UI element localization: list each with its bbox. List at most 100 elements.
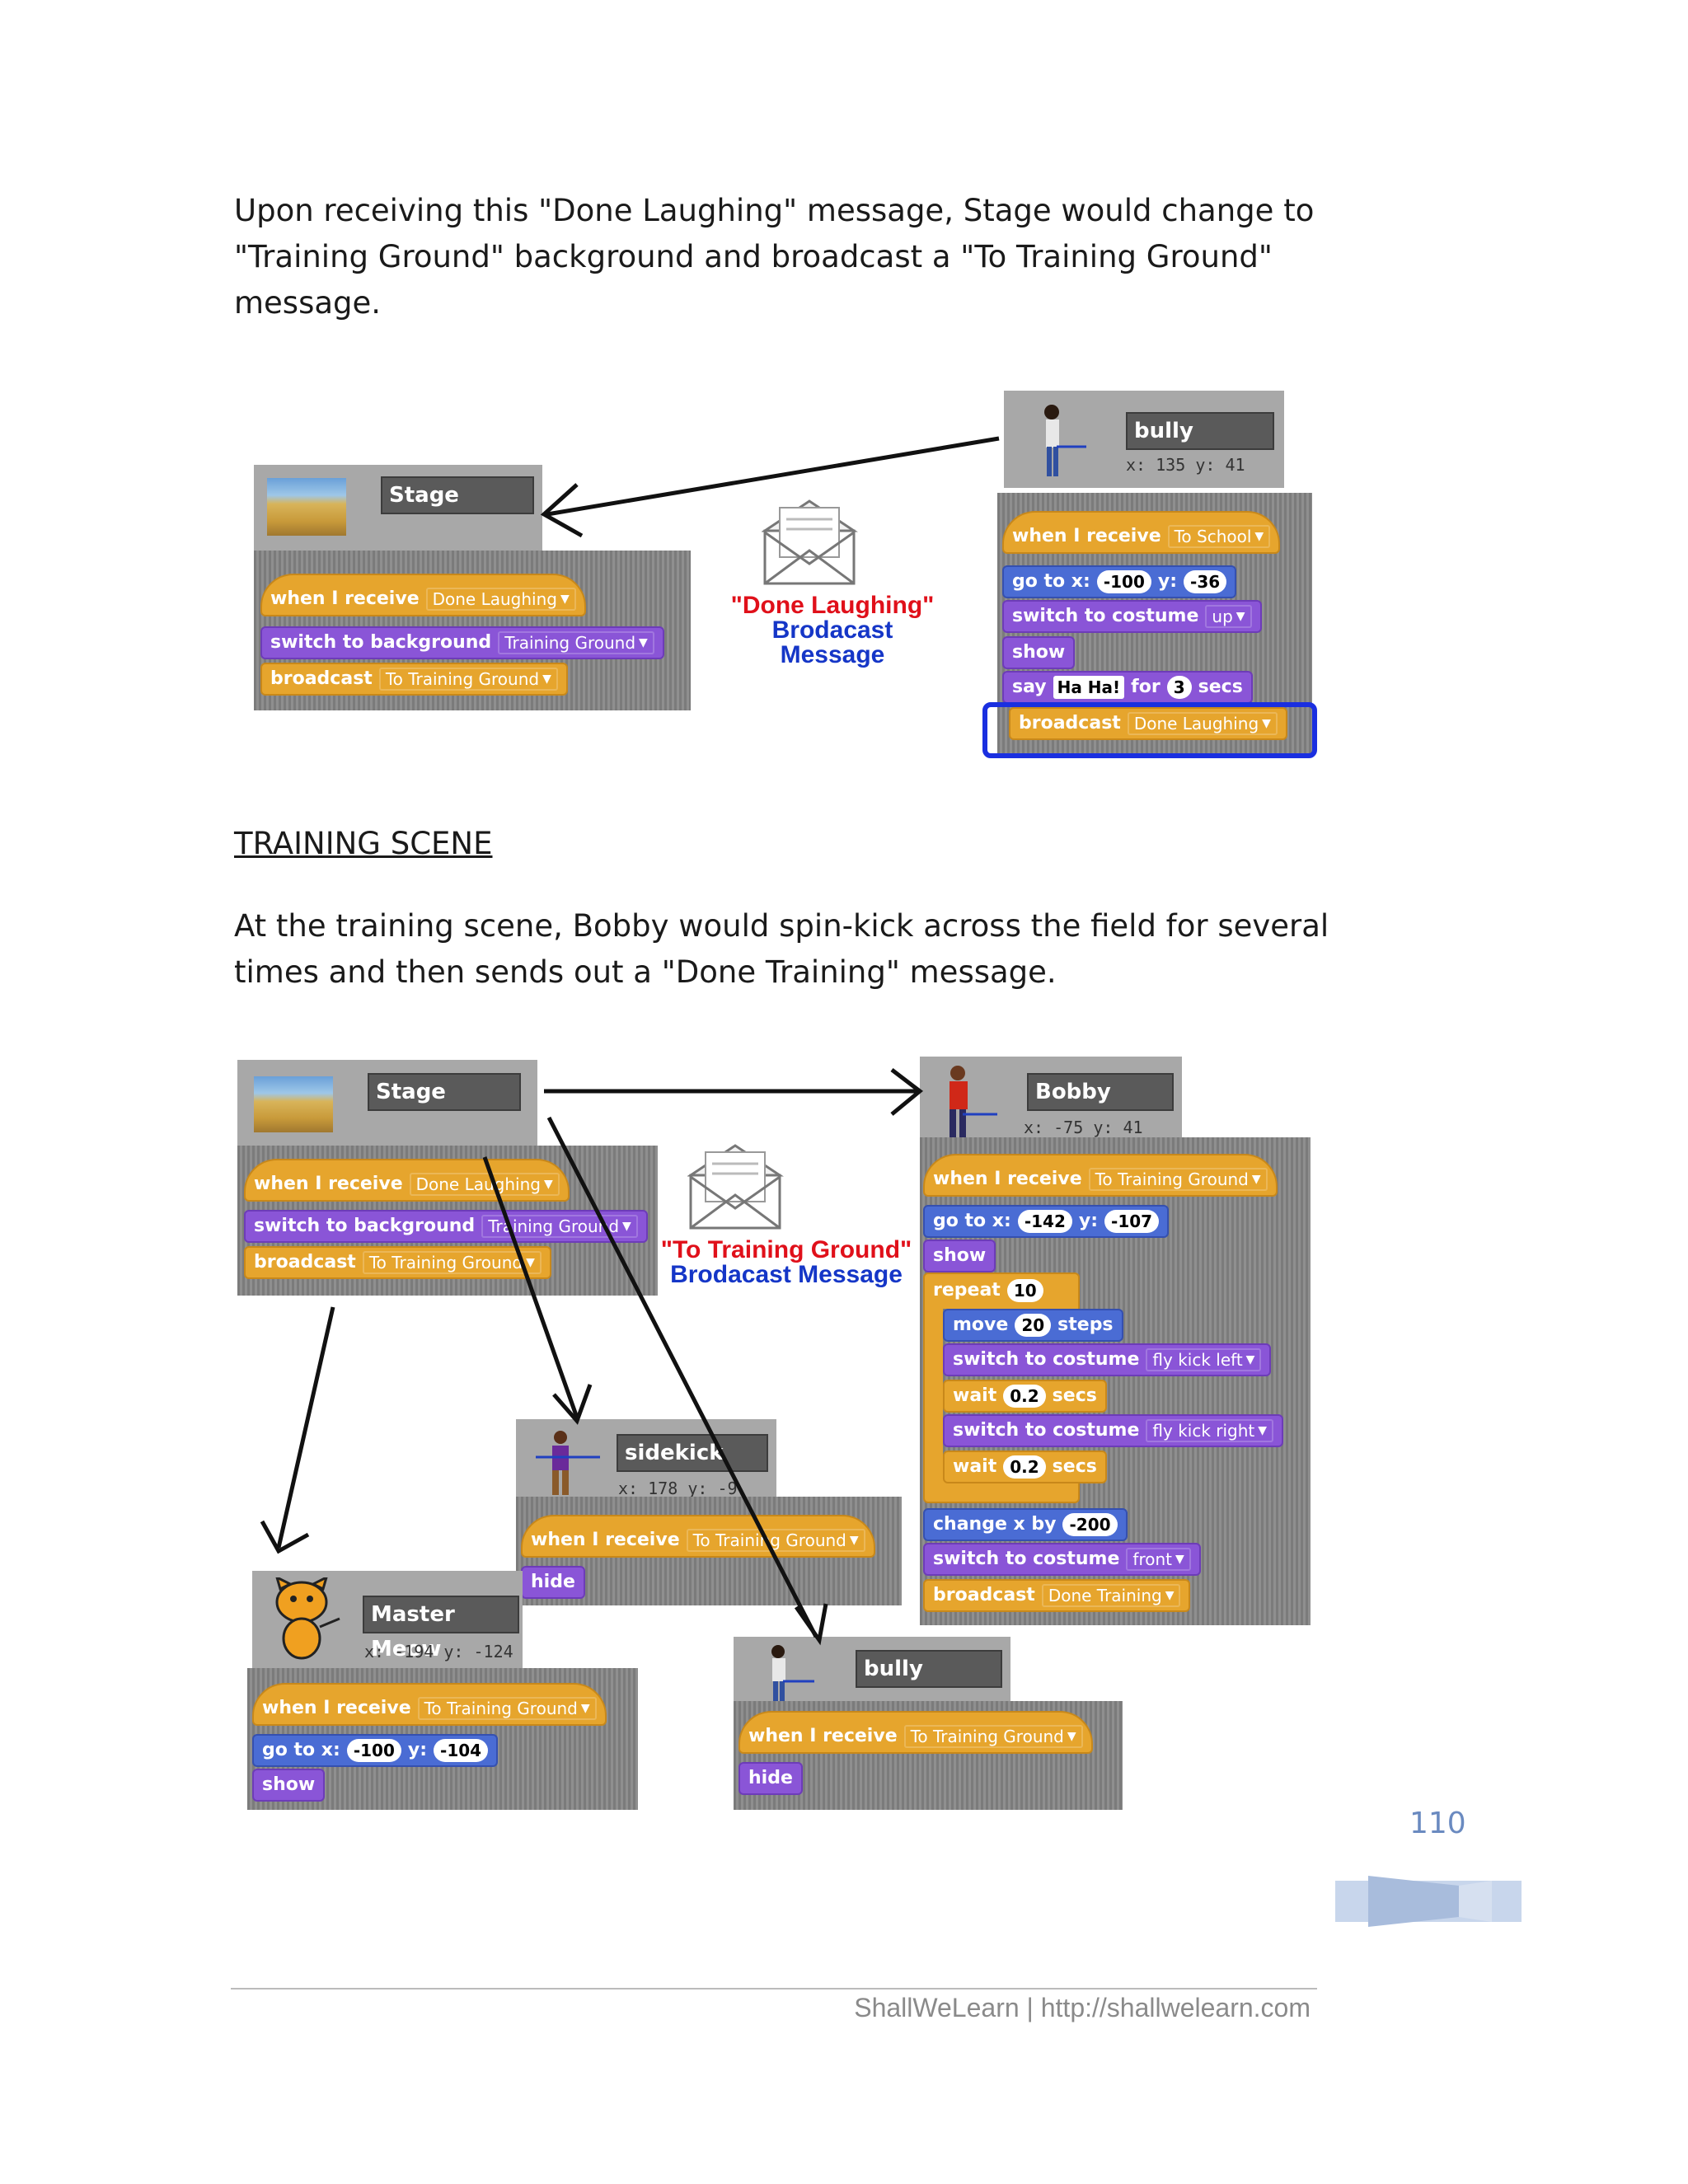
secs-input[interactable]: 3 <box>1166 676 1192 699</box>
when-i-receive-block[interactable]: when I receive To Training Ground▼ <box>923 1154 1278 1197</box>
y-input[interactable]: -107 <box>1104 1210 1160 1233</box>
dropdown-arrow-icon: ▼ <box>1245 1353 1255 1366</box>
wait-secs-block[interactable]: wait 0.2 secs <box>943 1380 1107 1413</box>
message-dropdown[interactable]: To Training Ground▼ <box>686 1529 865 1552</box>
wait-input[interactable]: 0.2 <box>1003 1385 1046 1408</box>
costume-dropdown[interactable]: fly kick left▼ <box>1146 1348 1262 1371</box>
stage-header: Stage <box>254 465 542 552</box>
say-text-input[interactable]: Ha Ha! <box>1053 676 1125 699</box>
message-name: "Done Laughing" <box>730 592 935 619</box>
broadcast-dropdown[interactable]: Done Training▼ <box>1041 1584 1181 1607</box>
message-dropdown[interactable]: Done Laughing▼ <box>425 588 576 611</box>
message-caption: "Done Laughing" Brodacast Message <box>725 593 940 668</box>
x-input[interactable]: -142 <box>1017 1210 1072 1233</box>
show-block[interactable]: show <box>923 1240 996 1272</box>
dropdown-arrow-icon: ▼ <box>1067 1730 1076 1743</box>
dropdown-arrow-icon: ▼ <box>543 1178 553 1191</box>
sprite-coords: x: 135 y: 41 <box>1126 455 1245 475</box>
show-block[interactable]: show <box>1002 636 1076 669</box>
when-i-receive-block[interactable]: when I receive Done Laughing▼ <box>260 574 586 616</box>
when-i-receive-block[interactable]: when I receive To Training Ground▼ <box>252 1683 607 1726</box>
dropdown-arrow-icon: ▼ <box>1254 530 1264 543</box>
costume-dropdown[interactable]: front▼ <box>1126 1548 1191 1571</box>
change-x-block[interactable]: change x by -200 <box>923 1508 1128 1541</box>
steps-input[interactable]: 20 <box>1015 1314 1052 1337</box>
background-dropdown[interactable]: Training Ground▼ <box>481 1215 638 1238</box>
block-label: y: <box>1078 1211 1099 1231</box>
repeat-header: repeat 10 <box>925 1274 1052 1307</box>
coord-x: -75 <box>1053 1118 1084 1137</box>
broadcast-block[interactable]: broadcast Done Laughing▼ <box>1009 707 1287 740</box>
message-dropdown[interactable]: Done Laughing▼ <box>409 1173 560 1196</box>
broadcast-block[interactable]: broadcast To Training Ground▼ <box>244 1246 551 1279</box>
footer-divider <box>231 1988 1317 1990</box>
when-i-receive-block[interactable]: when I receive To Training Ground▼ <box>521 1515 875 1558</box>
block-label: wait <box>953 1456 997 1477</box>
coord-x-label: x: <box>1024 1118 1044 1137</box>
bully-sprite-thumbnail <box>771 1645 814 1703</box>
block-label: y: <box>1157 571 1178 592</box>
block-label: repeat <box>933 1280 1001 1301</box>
bully-sprite-thumbnail <box>1044 405 1086 476</box>
show-block[interactable]: show <box>252 1769 326 1802</box>
block-label: when I receive <box>262 1698 411 1718</box>
hide-block[interactable]: hide <box>738 1762 803 1795</box>
hide-block[interactable]: hide <box>521 1566 585 1599</box>
y-input[interactable]: -36 <box>1184 570 1227 593</box>
block-label: say <box>1012 677 1047 697</box>
broadcast-dropdown[interactable]: To Training Ground▼ <box>378 668 558 691</box>
dropdown-value: To Training Ground <box>368 1253 523 1272</box>
wait-secs-block[interactable]: wait 0.2 secs <box>943 1451 1107 1483</box>
message-line-2: Brodacast <box>771 616 893 644</box>
broadcast-dropdown[interactable]: To Training Ground▼ <box>362 1251 542 1274</box>
sprite-name: Bobby <box>1027 1073 1174 1111</box>
go-to-xy-block[interactable]: go to x: -142 y: -107 <box>923 1205 1170 1238</box>
background-dropdown[interactable]: Training Ground▼ <box>498 631 654 654</box>
broadcast-block[interactable]: broadcast To Training Ground▼ <box>260 663 568 696</box>
go-to-xy-block[interactable]: go to x: -100 y: -36 <box>1002 565 1237 598</box>
message-dropdown[interactable]: To School▼ <box>1167 525 1271 548</box>
master-meow-script-area: when I receive To Training Ground▼ go to… <box>247 1668 638 1810</box>
block-label: move <box>953 1315 1009 1335</box>
change-x-input[interactable]: -200 <box>1062 1513 1118 1536</box>
switch-costume-block[interactable]: switch to costume fly kick right▼ <box>943 1414 1284 1447</box>
broadcast-highlight-box <box>982 702 1317 758</box>
coord-y: 41 <box>1123 1118 1143 1137</box>
wait-input[interactable]: 0.2 <box>1003 1455 1046 1479</box>
message-dropdown[interactable]: To Training Ground▼ <box>903 1725 1083 1748</box>
costume-dropdown[interactable]: up▼ <box>1205 605 1252 628</box>
stage-script-area: when I receive Done Laughing▼ switch to … <box>237 1146 658 1296</box>
go-to-xy-block[interactable]: go to x: -100 y: -104 <box>252 1734 499 1767</box>
x-input[interactable]: -100 <box>1096 570 1151 593</box>
repeat-count-input[interactable]: 10 <box>1006 1279 1043 1302</box>
y-input[interactable]: -104 <box>434 1739 489 1762</box>
block-label: when I receive <box>531 1530 680 1550</box>
dropdown-arrow-icon: ▼ <box>580 1702 590 1715</box>
switch-background-block[interactable]: switch to background Training Ground▼ <box>244 1210 648 1243</box>
message-dropdown[interactable]: To Training Ground▼ <box>1088 1168 1268 1191</box>
move-steps-block[interactable]: move 20 steps <box>943 1309 1123 1342</box>
message-dropdown[interactable]: To Training Ground▼ <box>417 1697 597 1720</box>
switch-costume-block[interactable]: switch to costume front▼ <box>923 1543 1201 1576</box>
message-line-2: Brodacast Message <box>670 1261 903 1288</box>
coord-x: 178 <box>648 1479 678 1498</box>
switch-background-block[interactable]: switch to background Training Ground▼ <box>260 626 664 659</box>
sprite-name: bully <box>856 1650 1002 1688</box>
dropdown-value: To Training Ground <box>692 1530 846 1550</box>
when-i-receive-block[interactable]: when I receive Done Laughing▼ <box>244 1159 570 1202</box>
costume-dropdown[interactable]: fly kick right▼ <box>1146 1419 1274 1442</box>
broadcast-block[interactable]: broadcast Done Training▼ <box>923 1579 1191 1612</box>
block-label: switch to background <box>254 1216 476 1236</box>
stage-thumbnail <box>267 478 346 536</box>
when-i-receive-block[interactable]: when I receive To Training Ground▼ <box>738 1711 1093 1754</box>
dropdown-value: Done Laughing <box>1133 714 1259 733</box>
switch-costume-block[interactable]: switch to costume up▼ <box>1002 600 1262 633</box>
block-label: switch to costume <box>953 1420 1140 1441</box>
sprite-name: sidekick <box>617 1434 768 1472</box>
broadcast-dropdown[interactable]: Done Laughing▼ <box>1127 712 1278 735</box>
switch-costume-block[interactable]: switch to costume fly kick left▼ <box>943 1343 1272 1376</box>
coord-y: -9 <box>717 1479 738 1498</box>
when-i-receive-block[interactable]: when I receive To School▼ <box>1002 511 1281 554</box>
x-input[interactable]: -100 <box>346 1739 401 1762</box>
bully-script-area: when I receive To School▼ go to x: -100 … <box>997 493 1312 755</box>
